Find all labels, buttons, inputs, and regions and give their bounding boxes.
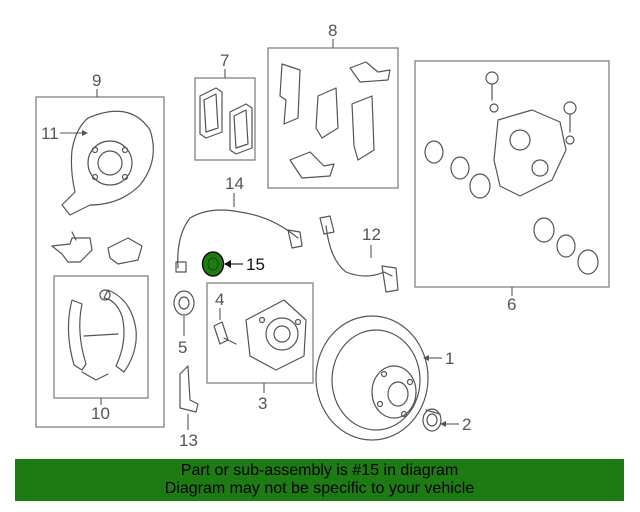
arrow-2	[440, 421, 446, 427]
callout-11: 11	[41, 124, 59, 143]
callout-13: 13	[179, 431, 198, 450]
bracket-part-13	[179, 365, 199, 413]
tone-ring-part-15	[201, 251, 225, 277]
hub-bolt-part-4	[213, 321, 237, 345]
callout-6: 6	[507, 295, 516, 314]
brake-hose-part-12	[319, 215, 399, 293]
callout-14: 14	[225, 174, 244, 193]
callout-3: 3	[258, 394, 267, 413]
callout-10: 10	[91, 404, 110, 423]
hub-nut-part-2	[422, 408, 442, 432]
banner-line-1: Part or sub-assembly is #15 in diagram	[180, 462, 459, 479]
brake-rotor-part-1	[315, 315, 429, 441]
arrow-1	[423, 355, 429, 361]
brake-pads-part-7	[199, 87, 253, 155]
callout-2: 2	[462, 415, 471, 434]
callout-5: 5	[178, 338, 187, 357]
group-box-6	[414, 60, 610, 288]
callout-1: 1	[445, 349, 454, 368]
callout-8: 8	[328, 21, 337, 40]
seal-part-5	[173, 290, 195, 316]
dust-shield-part-11	[61, 110, 154, 216]
callout-12: 12	[362, 225, 381, 244]
info-banner: Part or sub-assembly is #15 in diagram D…	[15, 459, 624, 501]
caliper-assembly-part-6	[424, 71, 599, 275]
banner-line-2: Diagram may not be specific to your vehi…	[164, 480, 475, 497]
arrow-11	[82, 130, 88, 136]
parking-brake-shoes-part-10	[67, 289, 137, 381]
group-box-3	[206, 282, 314, 384]
pad-hardware-part-8	[279, 61, 391, 179]
arrow-15	[224, 260, 231, 268]
hub-assembly-part-3	[245, 299, 307, 371]
group-box-9	[35, 96, 165, 428]
callout-7: 7	[220, 51, 229, 70]
callout-9: 9	[92, 71, 101, 90]
callout-15: 15	[246, 255, 265, 274]
group-box-10	[53, 275, 149, 399]
brake-hardware-bracket	[51, 231, 143, 265]
callout-4: 4	[215, 290, 224, 309]
abs-sensor-part-14	[175, 209, 303, 273]
